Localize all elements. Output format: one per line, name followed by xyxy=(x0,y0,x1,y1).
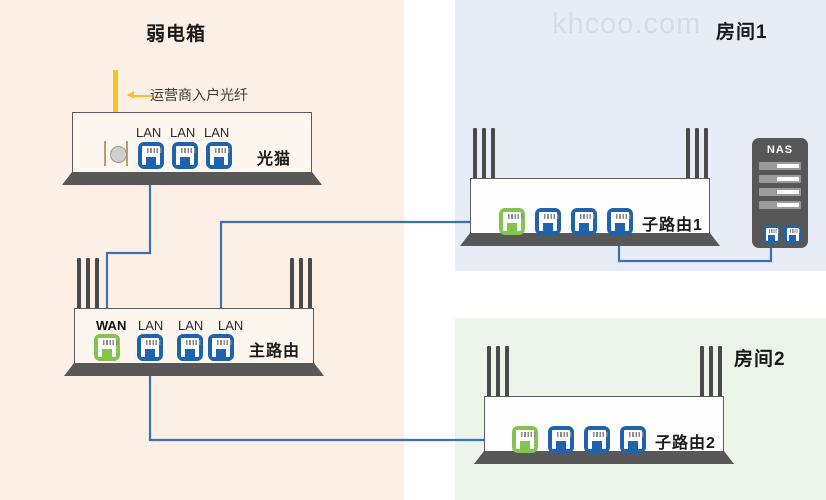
zone-title-room-1: 房间1 xyxy=(716,22,768,43)
zone-weak-current-box xyxy=(0,0,404,500)
main-router-port-label-lan3: LAN xyxy=(218,318,244,333)
sub-router-2-antenna-5 xyxy=(709,346,713,398)
main-router-name-label: 主路由 xyxy=(249,343,301,360)
sub-router-2-antenna-1 xyxy=(487,346,491,398)
sub-router-1-antenna-4 xyxy=(686,128,690,180)
sub-router-2-base xyxy=(474,451,734,464)
sub-router-1-base xyxy=(460,233,720,246)
main-router-port-label-lan1: LAN xyxy=(138,318,164,333)
nas-drive-bay-2 xyxy=(759,175,801,183)
zone-title-room-2: 房间2 xyxy=(734,349,786,370)
main-router-port-lan1[interactable] xyxy=(137,334,163,361)
watermark: khcoo.com xyxy=(552,8,702,40)
nas-drive-bay-1 xyxy=(759,162,801,170)
cable-main-router-to-sub-router-2 xyxy=(148,372,515,442)
sub-router-2-antenna-2 xyxy=(496,346,500,398)
sub-router-1-antenna-5 xyxy=(695,128,699,180)
main-router-port-label-wan: WAN xyxy=(96,318,127,333)
cable-sub-router-1-to-nas xyxy=(617,238,773,263)
sub-router-1-port-lan2[interactable] xyxy=(571,208,597,235)
sub-router-1-antenna-6 xyxy=(704,128,708,180)
sub-router-2-antenna-4 xyxy=(700,346,704,398)
modem-port-label-lan3: LAN xyxy=(204,125,230,140)
nas-name-label: NAS xyxy=(766,144,794,156)
sub-router-1-name-label: 子路由1 xyxy=(642,217,703,234)
modem-port-lan3[interactable] xyxy=(206,142,232,169)
nas-port-lan2[interactable] xyxy=(784,225,801,243)
sub-router-2-antenna-3 xyxy=(505,346,509,398)
sub-router-2-port-wan[interactable] xyxy=(512,426,538,453)
main-router-antenna-6 xyxy=(308,258,312,310)
main-router-base xyxy=(64,363,324,376)
main-router-port-lan3[interactable] xyxy=(208,334,234,361)
modem-fiber-port[interactable] xyxy=(104,141,128,166)
modem-name-label: 光猫 xyxy=(257,151,292,168)
zone-title-weak-current-box: 弱电箱 xyxy=(146,24,207,45)
device-main-router[interactable]: WAN LAN LAN LAN 主路由 xyxy=(64,258,324,376)
nas-drive-bay-3 xyxy=(759,188,801,196)
sub-router-2-port-lan3[interactable] xyxy=(620,426,646,453)
nas-drive-bay-4 xyxy=(759,201,801,209)
main-router-antenna-2 xyxy=(86,258,90,310)
device-sub-router-2[interactable]: 子路由2 xyxy=(474,346,734,464)
main-router-antenna-3 xyxy=(95,258,99,310)
device-modem[interactable]: LAN LAN LAN 光猫 xyxy=(62,112,322,185)
cable-modem-to-main-router xyxy=(105,172,152,332)
sub-router-1-antenna-1 xyxy=(473,128,477,180)
sub-router-1-antenna-2 xyxy=(482,128,486,180)
modem-base xyxy=(62,172,322,185)
main-router-port-lan2[interactable] xyxy=(177,334,203,361)
main-router-antenna-5 xyxy=(299,258,303,310)
device-nas[interactable]: NAS xyxy=(752,138,808,248)
main-router-antenna-1 xyxy=(77,258,81,310)
sub-router-2-port-lan1[interactable] xyxy=(548,426,574,453)
device-sub-router-1[interactable]: 子路由1 xyxy=(460,128,720,246)
main-router-port-wan[interactable] xyxy=(94,334,120,361)
modem-port-lan2[interactable] xyxy=(172,142,198,169)
sub-router-1-port-wan[interactable] xyxy=(499,208,525,235)
sub-router-2-antenna-6 xyxy=(718,346,722,398)
main-router-port-label-lan2: LAN xyxy=(178,318,204,333)
nas-port-lan1[interactable] xyxy=(763,225,780,243)
sub-router-1-port-lan3[interactable] xyxy=(607,208,633,235)
sub-router-2-port-lan2[interactable] xyxy=(584,426,610,453)
main-router-antenna-4 xyxy=(290,258,294,310)
isp-fiber-cable xyxy=(113,70,118,148)
sub-router-2-name-label: 子路由2 xyxy=(655,435,716,452)
modem-port-lan1[interactable] xyxy=(138,142,164,169)
modem-port-label-lan1: LAN xyxy=(136,125,162,140)
cable-main-router-to-sub-router-1 xyxy=(219,220,512,332)
fiber-annotation-label: 运营商入户光纤 xyxy=(150,87,248,103)
sub-router-1-port-lan1[interactable] xyxy=(535,208,561,235)
fiber-annotation-arrow-icon xyxy=(127,90,153,101)
sub-router-1-antenna-3 xyxy=(491,128,495,180)
modem-port-label-lan2: LAN xyxy=(170,125,196,140)
